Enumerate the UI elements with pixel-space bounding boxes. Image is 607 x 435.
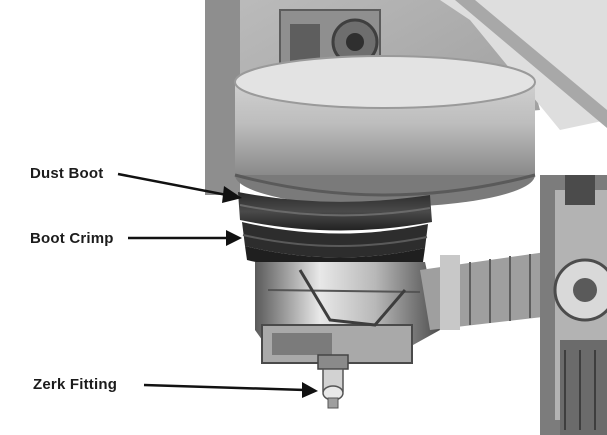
- zerk-fitting-arrow: [143, 383, 306, 392]
- dust-boot-arrow: [117, 172, 233, 198]
- wheel-drum: [234, 55, 536, 207]
- tie-rod-arm: [420, 250, 560, 330]
- hub-assembly: [540, 175, 607, 435]
- dust-boot-label: Dust Boot: [30, 165, 104, 182]
- callout-arrows: [117, 172, 318, 398]
- ball-joint-housing: [255, 262, 440, 364]
- zerk-fitting-part: [317, 354, 349, 409]
- zerk-fitting-label: Zerk Fitting: [33, 376, 118, 393]
- boot-crimp-label: Boot Crimp: [30, 230, 114, 247]
